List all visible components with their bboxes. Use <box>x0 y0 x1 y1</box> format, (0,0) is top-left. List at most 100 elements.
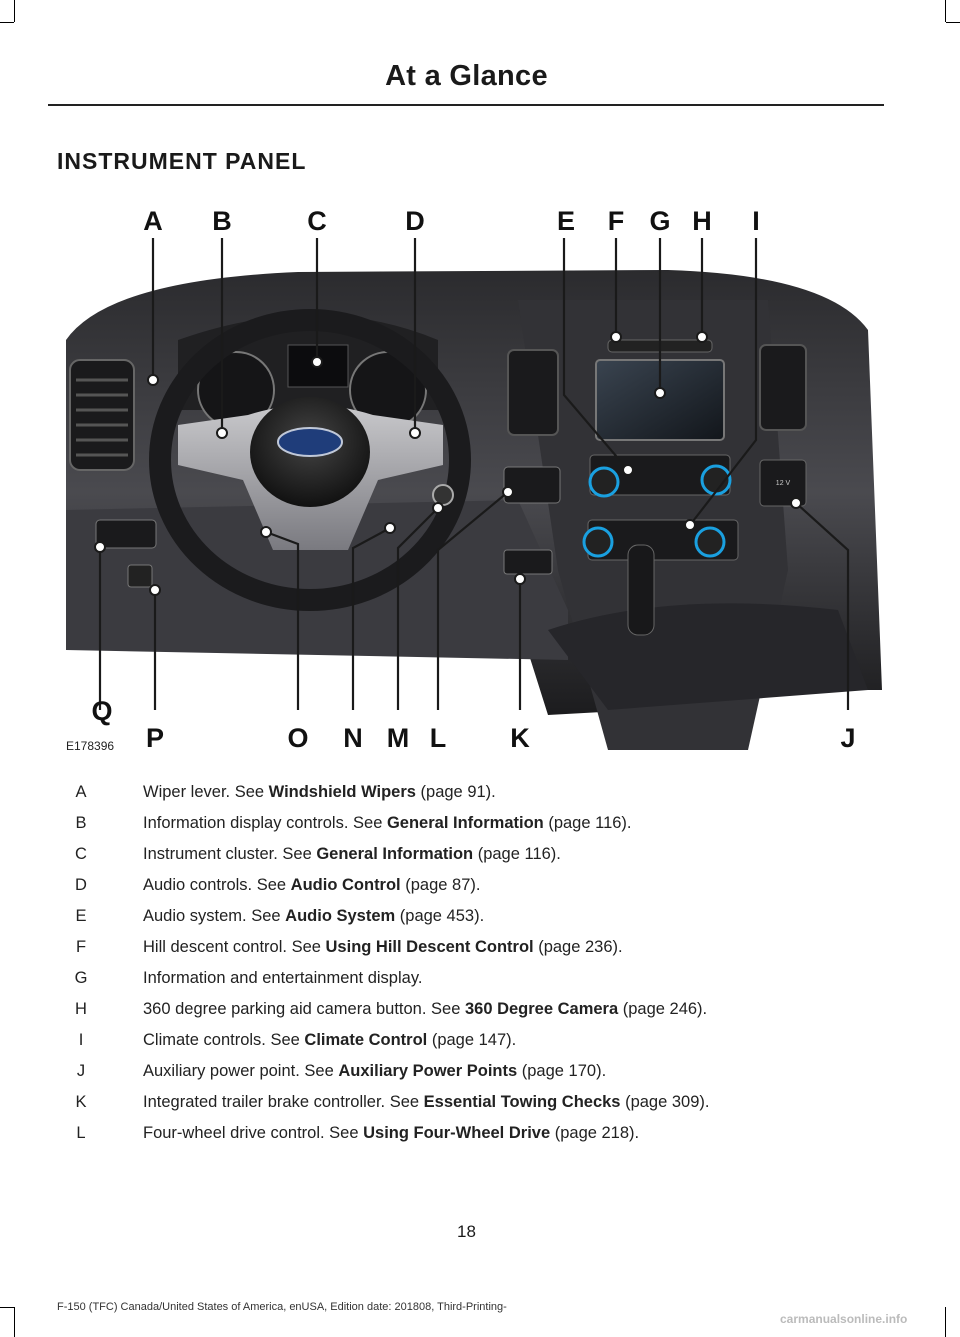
legend-desc: Climate controls. See Climate Control (p… <box>143 1031 517 1049</box>
legend-item-h: H 360 degree parking aid camera button. … <box>0 1000 960 1030</box>
callout-k: K <box>510 723 530 753</box>
callout-a: A <box>143 206 163 236</box>
legend-item-d: D Audio controls. See Audio Control (pag… <box>0 876 960 906</box>
legend-desc: Integrated trailer brake controller. See… <box>143 1093 710 1111</box>
crop-mark <box>14 0 15 22</box>
watermark: carmanualsonline.info <box>780 1312 908 1326</box>
crop-mark <box>0 22 14 23</box>
crop-mark <box>14 1307 15 1337</box>
instrument-panel-illustration: 12 V <box>66 206 882 753</box>
instrument-panel-figure: 12 V <box>48 190 884 758</box>
gear-shifter <box>627 544 655 636</box>
callout-i: I <box>752 206 760 236</box>
legend-item-k: K Integrated trailer brake controller. S… <box>0 1093 960 1123</box>
legend-item-c: C Instrument cluster. See General Inform… <box>0 845 960 875</box>
page-reference-link[interactable]: Essential Towing Checks <box>423 1093 621 1111</box>
callout-e: E <box>557 206 575 236</box>
legend-item-j: J Auxiliary power point. See Auxiliary P… <box>0 1062 960 1092</box>
callout-q: Q <box>91 696 112 726</box>
legend-letter: G <box>74 969 88 987</box>
page-reference-link[interactable]: Audio System <box>285 907 396 925</box>
power-point-panel <box>759 459 807 507</box>
crop-mark <box>945 0 946 22</box>
center-console <box>548 603 868 710</box>
legend-item-a: A Wiper lever. See Windshield Wipers (pa… <box>0 783 960 813</box>
legend-desc: Audio controls. See Audio Control (page … <box>143 876 481 894</box>
page-reference-link[interactable]: General Information <box>386 814 544 832</box>
legend-letter: H <box>75 1000 87 1018</box>
callout-j: J <box>840 723 855 753</box>
center-vent-right <box>759 344 807 431</box>
header-rule <box>48 104 884 106</box>
crop-mark <box>946 22 960 23</box>
legend-letter: K <box>75 1093 87 1111</box>
callout-g: G <box>649 206 670 236</box>
legend-letter: F <box>75 938 87 956</box>
page-reference-link[interactable]: Using Four-Wheel Drive <box>363 1124 551 1142</box>
legend-desc: Four-wheel drive control. See Using Four… <box>143 1124 640 1142</box>
start-button <box>432 484 454 506</box>
steering-wheel-rim <box>149 309 471 611</box>
4wd-switch <box>503 466 561 504</box>
legend-letter: B <box>75 814 87 832</box>
climate-knob-right <box>694 526 726 558</box>
page-reference-link[interactable]: 360 Degree Camera <box>464 1000 619 1018</box>
left-vent <box>69 359 135 471</box>
legend-item-b: B Information display controls. See Gene… <box>0 814 960 844</box>
tune-knob <box>700 464 732 496</box>
legend-desc: Information display controls. See Genera… <box>143 814 632 832</box>
light-switch <box>95 519 157 549</box>
page-reference-link[interactable]: Auxiliary Power Points <box>338 1062 518 1080</box>
legend-item-l: L Four-wheel drive control. See Using Fo… <box>0 1124 960 1154</box>
page-header-title: At a Glance <box>385 60 548 92</box>
crop-mark <box>0 1307 14 1308</box>
legend-letter: C <box>75 845 87 863</box>
climate-knob-left <box>582 526 614 558</box>
legend-item-g: G Information and entertainment display. <box>0 969 960 999</box>
ford-logo <box>277 427 343 457</box>
callout-l: L <box>430 723 447 753</box>
callout-m: M <box>387 723 410 753</box>
legend-letter: D <box>75 876 87 894</box>
callout-d: D <box>405 206 425 236</box>
callout-b: B <box>212 206 232 236</box>
figure-code: E178396 <box>66 739 114 753</box>
volume-knob <box>588 466 620 498</box>
park-brake-release <box>127 564 153 588</box>
legend-desc: Wiper lever. See Windshield Wipers (page… <box>143 783 496 801</box>
callout-dots <box>94 331 802 596</box>
page-reference-link[interactable]: Audio Control <box>290 876 401 894</box>
callout-n: N <box>343 723 363 753</box>
legend-item-i: I Climate controls. See Climate Control … <box>0 1031 960 1061</box>
section-title: INSTRUMENT PANEL <box>57 148 307 174</box>
page-reference-link[interactable]: General Information <box>316 845 474 863</box>
legend-desc: Audio system. See Audio System (page 453… <box>143 907 485 925</box>
legend-item-f: F Hill descent control. See Using Hill D… <box>0 938 960 968</box>
page-reference-link[interactable]: Windshield Wipers <box>268 783 416 801</box>
center-vent-left <box>507 349 559 436</box>
callout-o: O <box>287 723 308 753</box>
legend-letter: E <box>75 907 87 925</box>
legend-desc: Auxiliary power point. See Auxiliary Pow… <box>143 1062 607 1080</box>
legend-desc: 360 degree parking aid camera button. Se… <box>143 1000 708 1018</box>
page-number: 18 <box>457 1222 476 1241</box>
legend-desc: Information and entertainment display. <box>143 969 423 987</box>
legend-item-e: E Audio system. See Audio System (page 4… <box>0 907 960 937</box>
trailer-brake-controller <box>503 549 553 575</box>
legend-desc: Hill descent control. See Using Hill Des… <box>143 938 623 956</box>
legend-letter: J <box>76 1062 86 1080</box>
legend-letter: I <box>78 1031 84 1049</box>
page-reference-link[interactable]: Climate Control <box>304 1031 428 1049</box>
callout-f: F <box>608 206 625 236</box>
power-point-label: 12 V <box>776 480 791 487</box>
callout-p: P <box>146 723 164 753</box>
footer-edition: F-150 (TFC) Canada/United States of Amer… <box>57 1301 507 1313</box>
page-reference-link[interactable]: Using Hill Descent Control <box>325 938 534 956</box>
callout-c: C <box>307 206 327 236</box>
callout-h: H <box>692 206 712 236</box>
legend-letter: L <box>76 1124 86 1142</box>
legend-desc: Instrument cluster. See General Informat… <box>143 845 561 863</box>
callout-leader-lines <box>98 238 850 710</box>
legend-letter: A <box>75 783 87 801</box>
crop-mark <box>945 1307 946 1337</box>
